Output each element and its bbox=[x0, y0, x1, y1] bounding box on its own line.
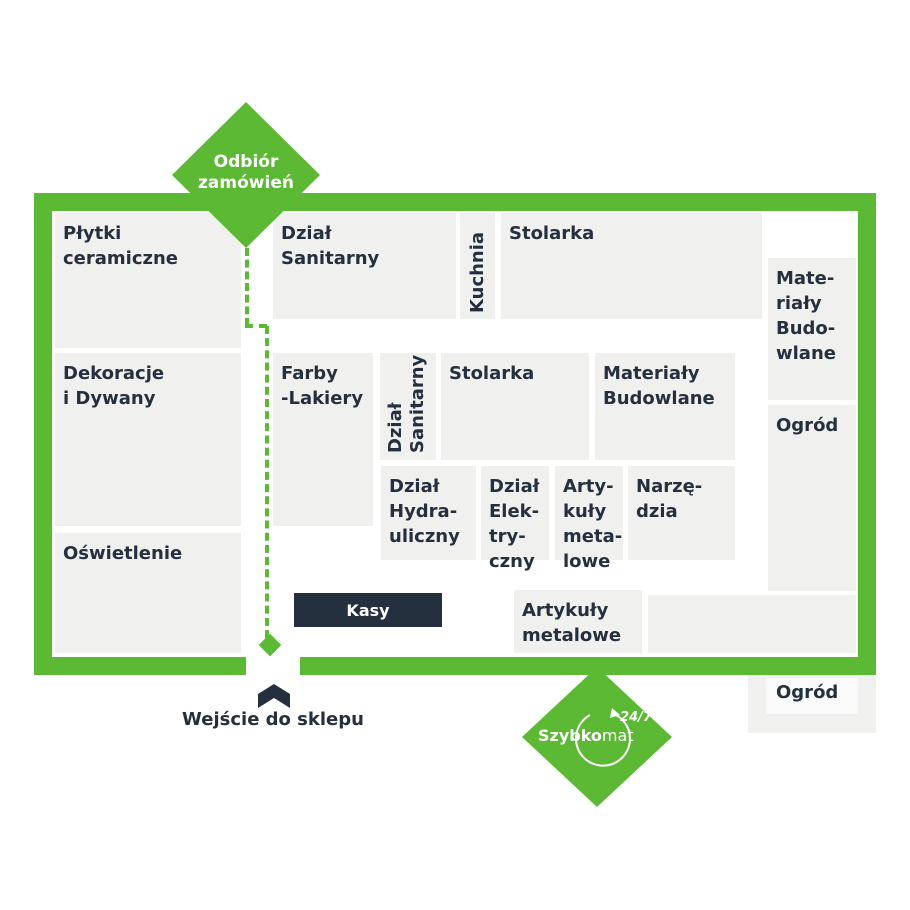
dept-dzial-sanitarny-mid-label: Dział Sanitarny bbox=[385, 354, 428, 453]
dept-ogrod-right[interactable]: Ogród bbox=[768, 405, 856, 591]
entrance-chevron-icon bbox=[258, 684, 290, 708]
path-segment-2 bbox=[245, 324, 267, 328]
dept-stolarka-mid[interactable]: Stolarka bbox=[441, 353, 589, 460]
dept-dzial-sanitarny-mid[interactable]: Dział Sanitarny bbox=[380, 353, 436, 460]
dept-dzial-elektryczny[interactable]: Dział Elek- try- czny bbox=[481, 466, 549, 572]
wall-bottom-left bbox=[34, 657, 246, 675]
dept-plytki-ceramiczne[interactable]: Płytki ceramiczne bbox=[55, 213, 241, 348]
path-end-marker bbox=[258, 633, 282, 657]
dept-farby-lakiery[interactable]: Farby -Lakiery bbox=[273, 353, 373, 526]
wall-bottom-right bbox=[300, 657, 876, 675]
dept-artykuly-metalowe[interactable]: Artykuły metalowe bbox=[514, 590, 642, 653]
dept-ogrod-outside[interactable]: Ogród bbox=[776, 682, 839, 703]
szybkomat-hours: 24/7 bbox=[620, 710, 652, 725]
outdoor-garden-inner bbox=[766, 678, 858, 714]
dept-oswietlenie[interactable]: Oświetlenie bbox=[55, 533, 241, 653]
szybkomat-brand-bold: Szybko bbox=[538, 726, 602, 745]
dept-dekoracje-dywany[interactable]: Dekoracje i Dywany bbox=[55, 353, 241, 526]
dept-materialy-budowlane-mid[interactable]: Materiały Budowlane bbox=[595, 353, 735, 460]
wall-left bbox=[34, 193, 52, 675]
dept-kuchnia-label: Kuchnia bbox=[467, 231, 488, 313]
dept-dzial-hydrauliczny[interactable]: Dział Hydra- uliczny bbox=[381, 466, 476, 560]
szybkomat-brand-light: mat bbox=[601, 726, 634, 745]
area-bottom-right bbox=[648, 595, 856, 653]
szybkomat-label[interactable]: Szybkomat bbox=[538, 726, 648, 745]
path-segment-1 bbox=[245, 248, 249, 326]
wall-right bbox=[858, 193, 876, 675]
dept-dzial-sanitarny-top[interactable]: Dział Sanitarny bbox=[273, 213, 456, 319]
dept-stolarka-top[interactable]: Stolarka bbox=[501, 213, 762, 319]
pickup-label[interactable]: Odbiór zamówień bbox=[198, 152, 294, 193]
checkout-kasy[interactable]: Kasy bbox=[294, 593, 442, 627]
szybkomat-diamond bbox=[522, 667, 672, 807]
dept-narzedzia[interactable]: Narzę- dzia bbox=[628, 466, 735, 560]
entrance-label[interactable]: Wejście do sklepu bbox=[182, 709, 364, 730]
dept-kuchnia[interactable]: Kuchnia bbox=[460, 213, 495, 319]
pickup-diamond bbox=[172, 102, 320, 248]
dept-materialy-budowlane-right[interactable]: Mate- riały Budo- wlane bbox=[768, 258, 856, 400]
path-segment-3 bbox=[265, 326, 269, 638]
dept-artykuly-metalowe-small[interactable]: Arty- kuły meta- lowe bbox=[555, 466, 623, 572]
wall-top bbox=[34, 193, 876, 211]
